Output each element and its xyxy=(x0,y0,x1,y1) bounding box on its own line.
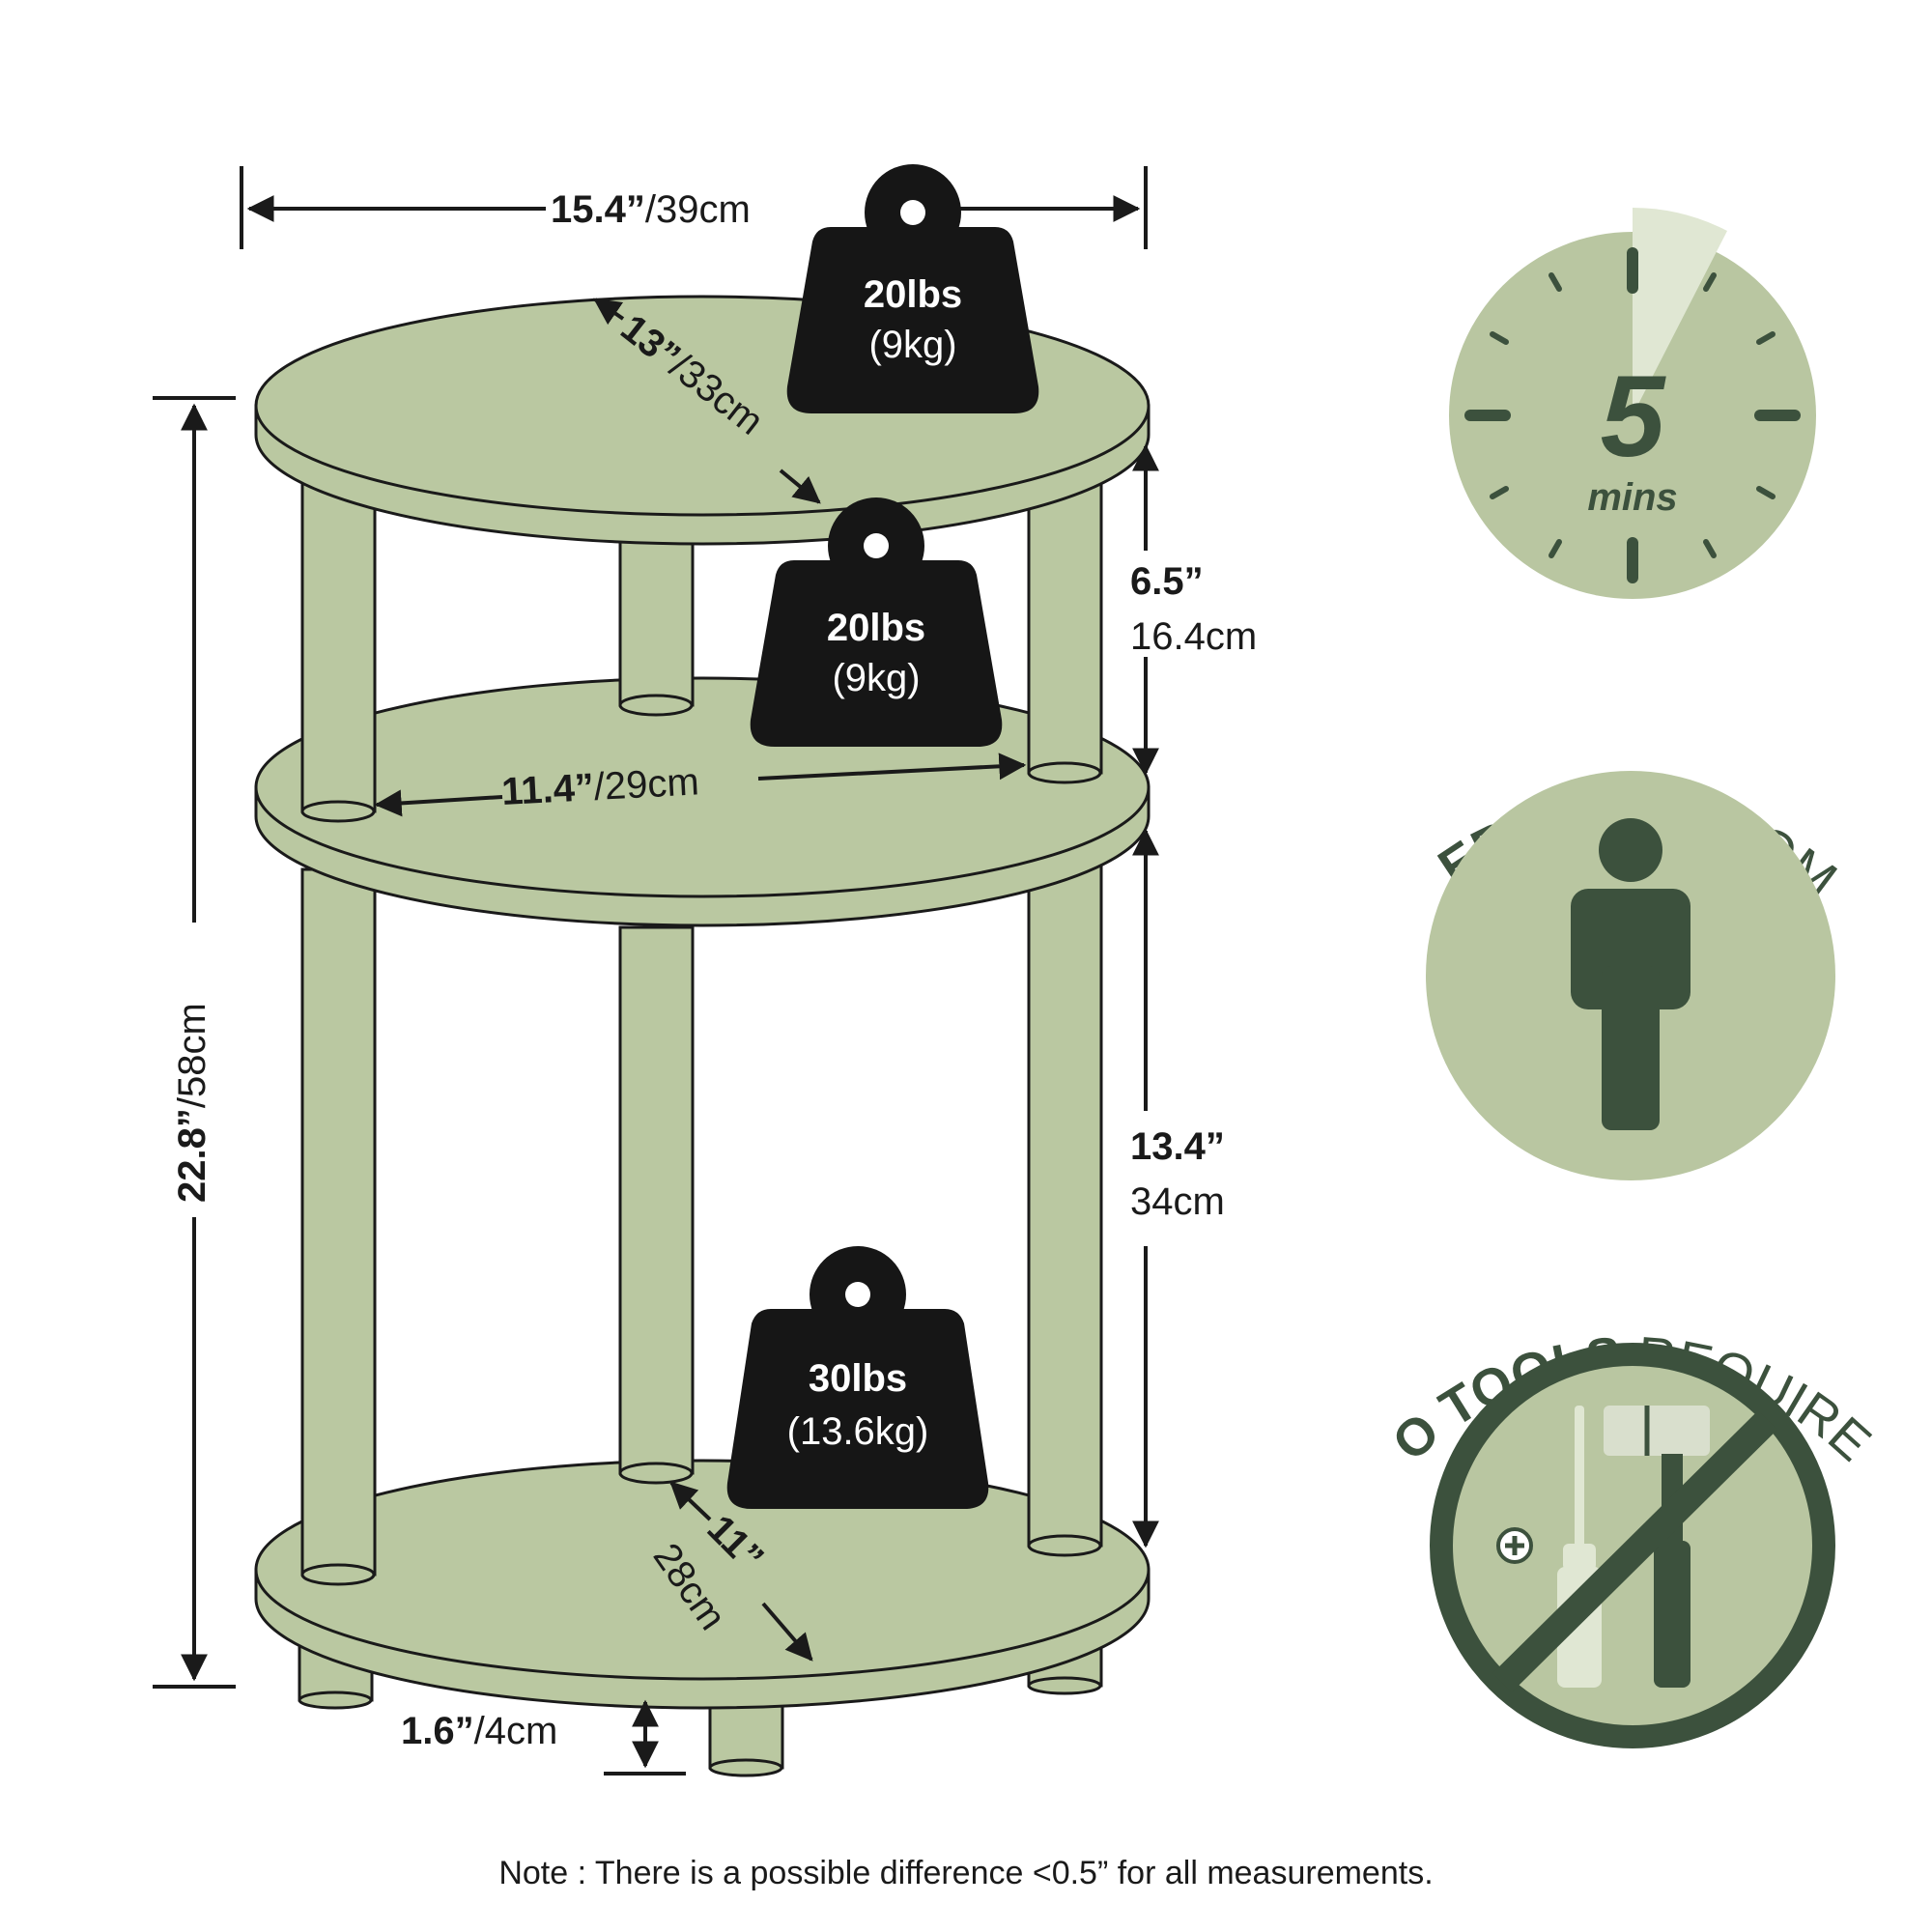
middle-shelf xyxy=(254,676,1151,898)
bottom-shelf xyxy=(254,1459,1151,1681)
lower-gap-metric: 34cm xyxy=(1130,1180,1225,1223)
person-icon xyxy=(1571,818,1690,1130)
svg-text:20lbs: 20lbs xyxy=(827,607,925,649)
svg-text:5: 5 xyxy=(1601,352,1667,481)
foot-height-label: 1.6”/4cm xyxy=(401,1710,557,1752)
svg-text:mins: mins xyxy=(1587,476,1677,519)
svg-text:30lbs: 30lbs xyxy=(809,1357,907,1400)
upper-gap-bold: 6.5” xyxy=(1130,560,1204,603)
dimension-lines xyxy=(153,166,1159,1776)
width-label: 15.4”/39cm xyxy=(551,188,751,231)
upper-gap-metric: 16.4cm xyxy=(1130,615,1257,658)
svg-text:(9kg): (9kg) xyxy=(832,657,920,699)
svg-text:(9kg): (9kg) xyxy=(868,324,956,366)
measurement-note: Note : There is a possible difference <0… xyxy=(498,1855,1433,1891)
weight-middle: 20lbs (9kg) xyxy=(750,497,1003,747)
weight-top: 20lbs (9kg) xyxy=(786,164,1039,413)
clock-icon xyxy=(1633,208,1727,415)
lower-gap-bold: 13.4” xyxy=(1130,1125,1225,1168)
svg-text:20lbs: 20lbs xyxy=(864,273,962,316)
svg-text:(13.6kg): (13.6kg) xyxy=(787,1410,929,1453)
no-tools-icon xyxy=(1492,1406,1777,1692)
clock-ticks xyxy=(1464,247,1801,583)
middle-width-label: 11.4”/29cm xyxy=(500,760,700,813)
weight-bottom: 30lbs (13.6kg) xyxy=(726,1246,989,1509)
height-label: 22.8”/58cm xyxy=(171,1003,213,1203)
side-table-illustration xyxy=(254,295,1151,1777)
